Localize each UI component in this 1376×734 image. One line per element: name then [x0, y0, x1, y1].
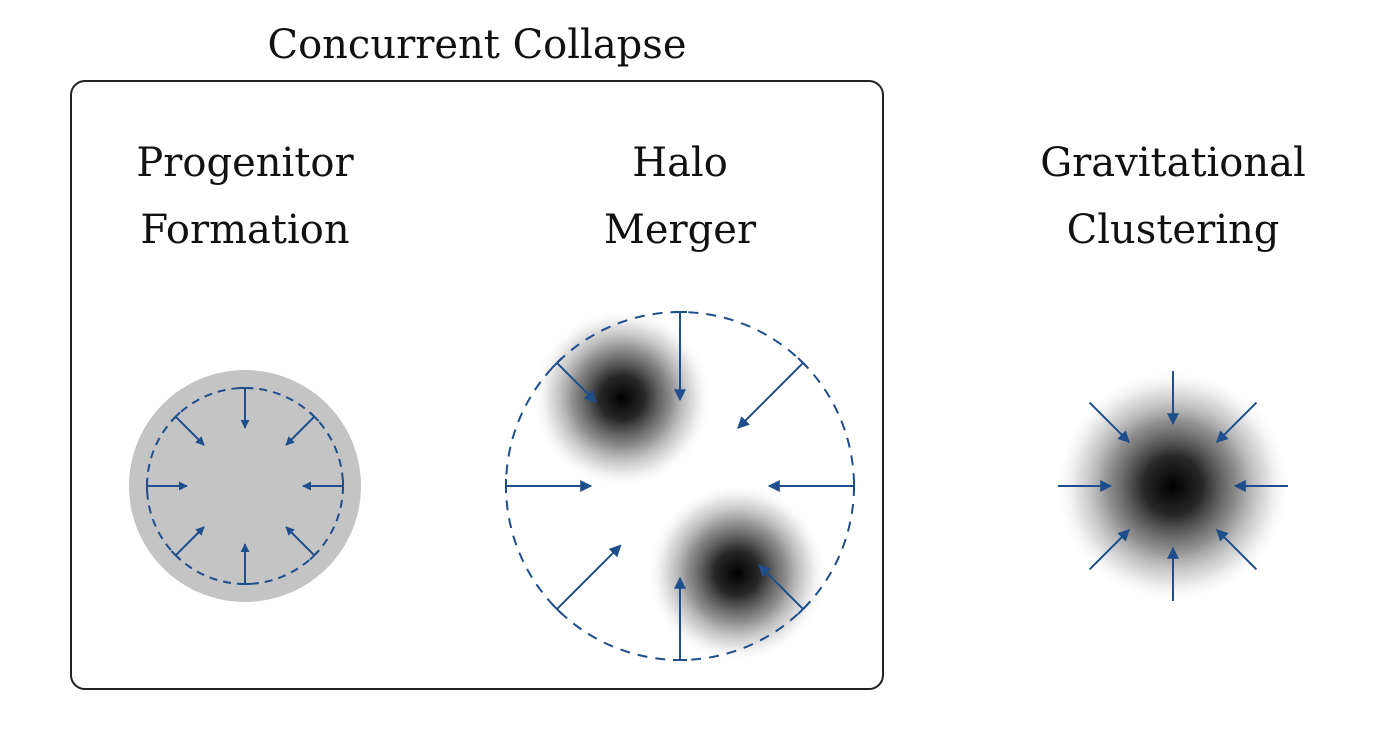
merger-arrow [737, 362, 804, 429]
halo-merger-label-line2: Merger [604, 207, 757, 253]
progenitor-arrow-tick [309, 550, 320, 561]
merger-halo-upper [532, 308, 712, 488]
progenitor-arrow [174, 526, 205, 557]
merger-inflow-arrows [505, 311, 855, 661]
merger-arrow-tick [797, 603, 809, 615]
gravitational-clustering-panel [1055, 368, 1291, 604]
progenitor-formation-panel [129, 370, 361, 602]
concurrent-collapse-box [70, 80, 884, 690]
progenitor-inflow-arrows [146, 387, 344, 585]
progenitor-arrow-tick [170, 550, 181, 561]
progenitor-arrow [285, 415, 316, 446]
clustering-inflow-arrows [1058, 371, 1288, 601]
merger-arrow-tick [551, 603, 563, 615]
merger-arrow-tick [797, 357, 809, 369]
merger-arrow [758, 564, 804, 610]
merger-arrow [556, 544, 622, 610]
merger-halo-lower [647, 483, 827, 663]
progenitor-arrow [174, 415, 205, 446]
clustering-arrow [1088, 528, 1131, 571]
halo-merger-label-line1: Halo [632, 140, 728, 186]
halo-merger-panel [505, 308, 855, 663]
gravitational-clustering-label-line1: Gravitational [1040, 140, 1306, 186]
progenitor-label-line2: Formation [140, 207, 349, 253]
progenitor-arrow [285, 526, 316, 557]
merger-arrow-tick [551, 357, 563, 369]
diagram-title: Concurrent Collapse [267, 22, 686, 68]
clustering-arrow [1215, 401, 1258, 444]
merger-arrow [556, 362, 597, 403]
clustering-arrow [1215, 528, 1258, 571]
progenitor-label-line1: Progenitor [136, 140, 354, 186]
gravitational-clustering-label-line2: Clustering [1067, 207, 1280, 253]
clustering-arrow [1088, 401, 1131, 444]
